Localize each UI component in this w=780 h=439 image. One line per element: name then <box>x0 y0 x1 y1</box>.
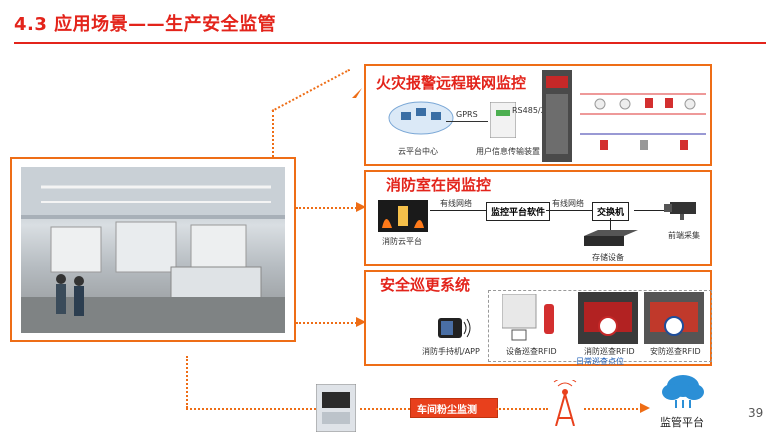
storage-device-icon <box>584 230 638 246</box>
device-label: 用户信息传输装置 <box>476 147 540 156</box>
title-underline <box>14 42 766 44</box>
arrow-fire <box>352 88 362 98</box>
dust-monitor-badge: 车间粉尘监测 <box>410 398 498 418</box>
connector-photo-down <box>186 356 188 408</box>
gprs-line <box>446 121 488 122</box>
arrow-platform <box>640 403 650 413</box>
line-cloud-software <box>430 210 486 211</box>
rs-label: RS485/232 <box>512 106 556 115</box>
line-switch-camera <box>634 210 664 211</box>
fire-alarm-panel: 火灾报警远程联网监控 云平台中心 GPRS 用户信息传输装置 RS485/232 <box>364 64 712 166</box>
alarm-devices-diagram <box>580 93 706 150</box>
daily-patrol-label: 日常巡查点位 <box>576 357 624 366</box>
frontend-label: 前端采集 <box>668 231 700 240</box>
connector-sensor-label <box>360 408 410 410</box>
connector-photo-up <box>272 110 274 157</box>
dust-monitor-label: 车间粉尘监测 <box>417 405 477 416</box>
cloud-network-icon <box>388 101 454 135</box>
rfid-group <box>488 290 712 362</box>
connector-to-control <box>296 207 360 209</box>
handheld-label: 消防手持机/APP <box>422 347 480 356</box>
patrol-title: 安全巡更系统 <box>380 276 471 294</box>
cloud-platform-icon <box>662 375 704 408</box>
line-switch-storage <box>610 218 611 232</box>
connector-to-patrol <box>296 322 360 324</box>
control-room-panel: 消防室在岗监控 消防云平台 有线网络 监控平台软件 有线网络 交换机 前端采集 … <box>364 170 712 266</box>
monitor-software-box: 监控平台软件 <box>486 202 551 221</box>
wired-network-label-2: 有线网络 <box>552 199 584 208</box>
dust-sensor-icon <box>316 384 356 432</box>
gprs-label: GPRS <box>456 110 478 119</box>
equipment-rfid-icon <box>502 294 554 341</box>
storage-label: 存储设备 <box>592 253 624 262</box>
rfid-label-1: 设备巡查RFID <box>506 347 557 356</box>
platform-label: 监管平台 <box>660 416 704 429</box>
signal-tower-icon <box>553 380 577 426</box>
arrow-patrol <box>356 317 366 327</box>
fire-cloud-label: 消防云平台 <box>382 237 422 246</box>
fire-alarm-title: 火灾报警远程联网监控 <box>376 74 527 92</box>
control-room-title: 消防室在岗监控 <box>386 176 492 194</box>
handheld-device-icon <box>438 318 471 338</box>
security-rfid-icon <box>644 292 704 344</box>
fire-cloud-icon <box>378 200 428 232</box>
factory-scene-image <box>21 167 285 333</box>
connector-tower-platform <box>584 408 642 410</box>
camera-icon <box>664 202 696 220</box>
cloud-label: 云平台中心 <box>398 147 438 156</box>
wired-network-label-1: 有线网络 <box>440 199 472 208</box>
transmission-device-icon <box>490 102 516 138</box>
connector-label-tower <box>496 408 548 410</box>
arrow-control <box>356 202 366 212</box>
factory-photo <box>21 167 285 333</box>
slide-title: 4.3 应用场景——生产安全监管 <box>14 14 277 35</box>
page-number: 39 <box>748 406 764 420</box>
connector-bottom-left <box>186 408 316 410</box>
rfid-label-3: 安防巡查RFID <box>650 347 701 356</box>
factory-photo-frame <box>10 157 296 342</box>
patrol-panel: 安全巡更系统 消防手持机/APP 设备巡查RFID 消防巡查RFID 安防巡查R… <box>364 270 712 366</box>
fire-control-cabinet-icon <box>542 70 572 162</box>
fire-rfid-icon <box>578 292 638 344</box>
rfid-label-2: 消防巡查RFID <box>584 347 635 356</box>
line-software-switch <box>546 210 592 211</box>
connector-to-fire <box>271 68 351 112</box>
